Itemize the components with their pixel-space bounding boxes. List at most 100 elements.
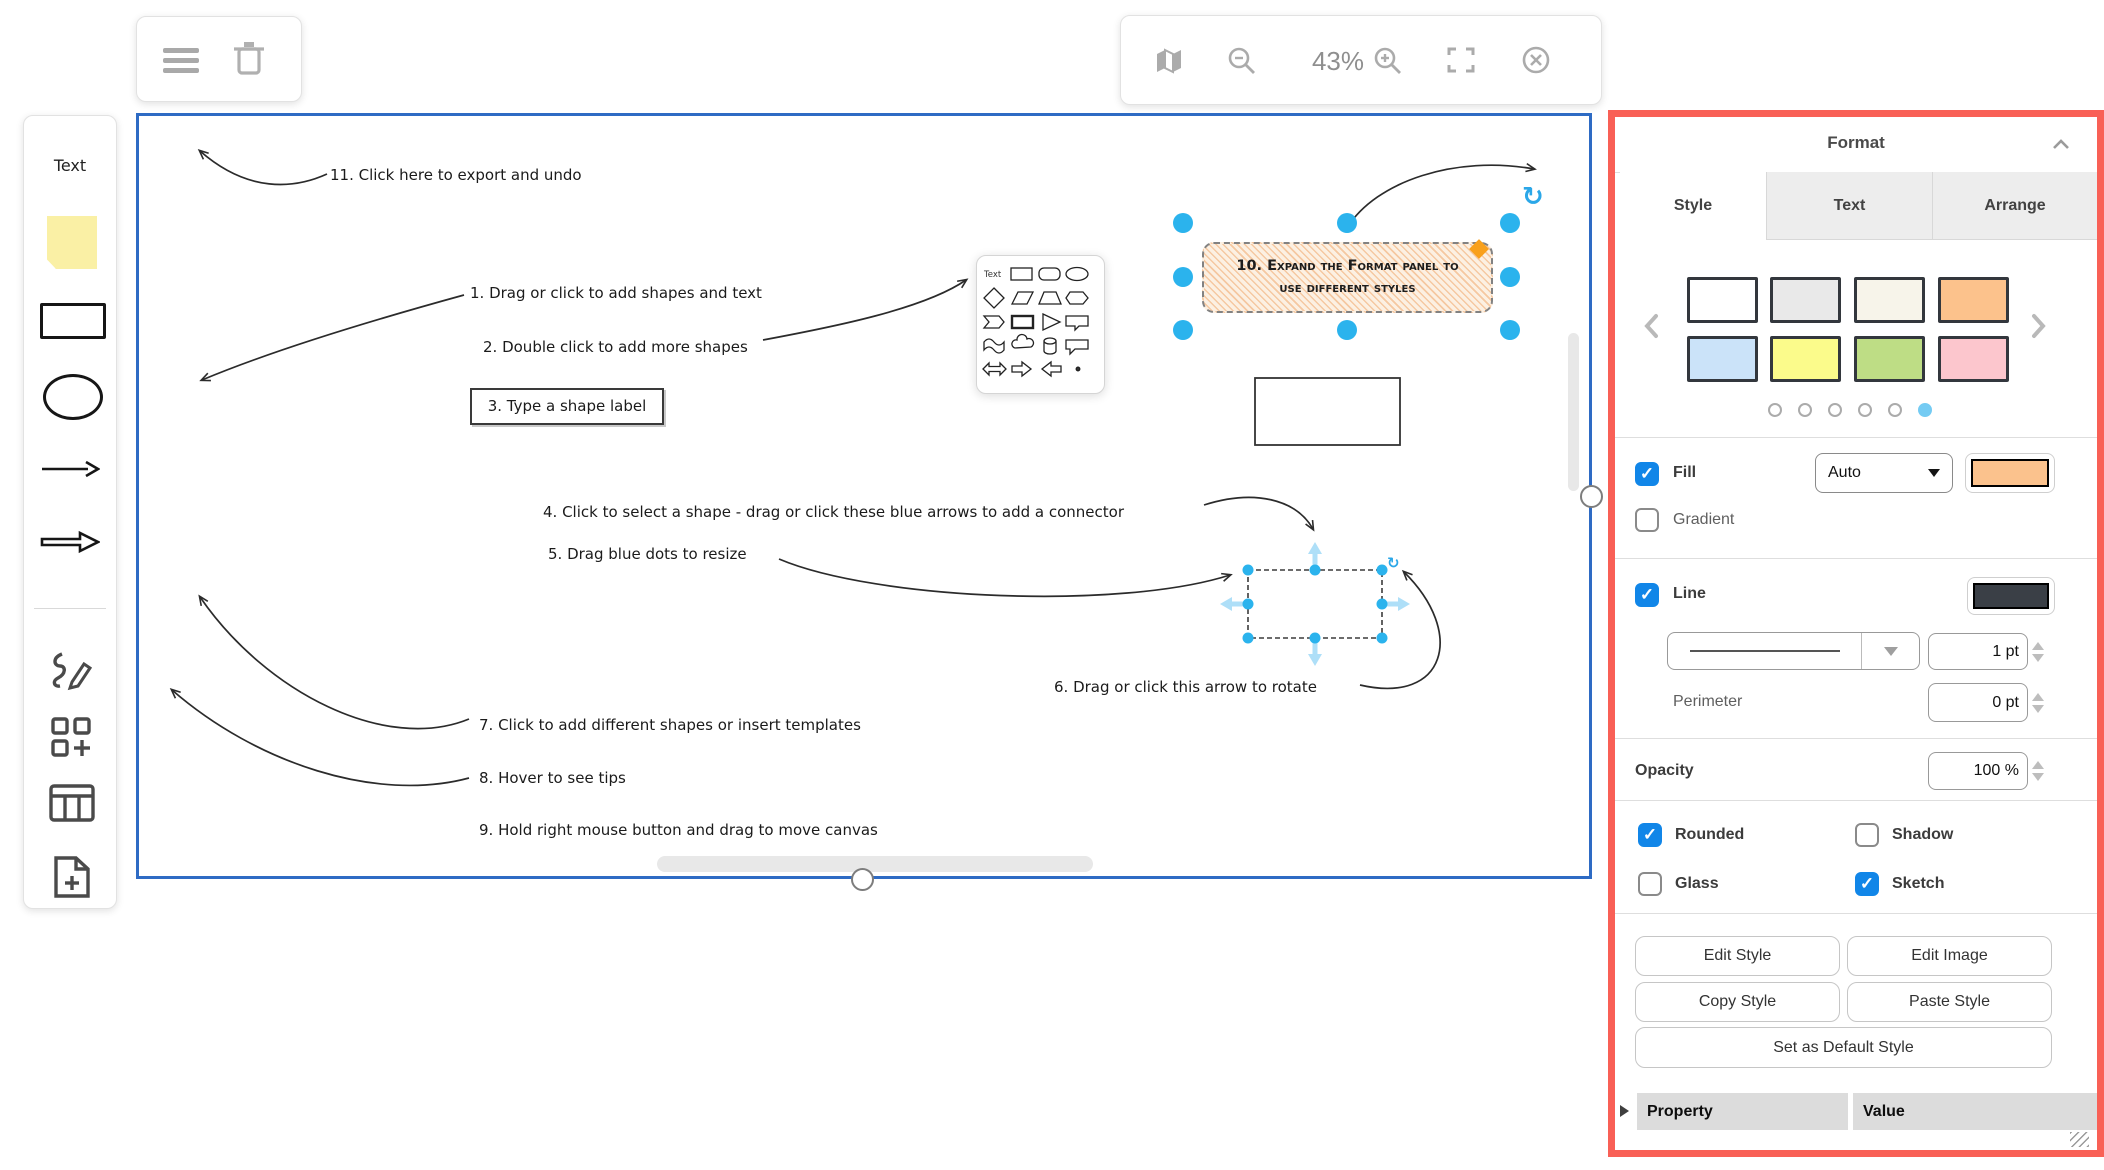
shape-rect[interactable] bbox=[1010, 267, 1033, 281]
delete-button[interactable] bbox=[231, 39, 267, 84]
selection-handle-se[interactable] bbox=[1500, 320, 1520, 340]
paste-style-button[interactable]: Paste Style bbox=[1847, 982, 2052, 1022]
minimap-button[interactable] bbox=[1155, 48, 1183, 79]
shape-callout-rect[interactable] bbox=[1065, 315, 1089, 332]
shape-label-box[interactable]: 3. Type a shape label bbox=[470, 388, 664, 425]
perimeter-input[interactable]: 0 pt bbox=[1928, 683, 2028, 722]
copy-style-button[interactable]: Copy Style bbox=[1635, 982, 1840, 1022]
shape-cloud[interactable] bbox=[1011, 333, 1035, 349]
selection-handle-e[interactable] bbox=[1500, 267, 1520, 287]
tab-text[interactable]: Text bbox=[1767, 172, 1933, 240]
shape-dot[interactable] bbox=[1075, 366, 1081, 372]
style-swatch-1[interactable] bbox=[1687, 277, 1758, 323]
sidebar-tool-open-arrow[interactable] bbox=[40, 528, 101, 561]
tab-arrange[interactable]: Arrange bbox=[1933, 172, 2097, 240]
rotate-icon[interactable]: ↻ bbox=[1522, 182, 1544, 212]
shape-triangle[interactable] bbox=[1042, 312, 1062, 332]
sidebar-tool-arrow[interactable] bbox=[40, 456, 101, 487]
page-dot-2[interactable] bbox=[1798, 403, 1812, 417]
shape-picker-text-item[interactable]: Text bbox=[983, 270, 1002, 280]
zoom-in-button[interactable] bbox=[1373, 46, 1403, 81]
sidebar-tool-table[interactable] bbox=[49, 784, 95, 827]
sidebar-tool-rectangle[interactable] bbox=[40, 303, 106, 339]
line-width-stepper[interactable] bbox=[2032, 633, 2044, 670]
line-checkbox[interactable] bbox=[1635, 583, 1659, 607]
shape-step[interactable] bbox=[982, 315, 1005, 329]
menu-button[interactable] bbox=[163, 43, 199, 78]
selection-handle-nw[interactable] bbox=[1173, 213, 1193, 233]
shape-ellipse[interactable] bbox=[1065, 266, 1089, 282]
shape-trapezoid[interactable] bbox=[1038, 291, 1062, 305]
page-dot-1[interactable] bbox=[1768, 403, 1782, 417]
drawing-canvas[interactable] bbox=[136, 113, 1592, 879]
canvas-resize-handle-bottom[interactable] bbox=[851, 868, 874, 891]
style-swatch-2[interactable] bbox=[1770, 277, 1841, 323]
shape-diamond[interactable] bbox=[983, 287, 1005, 309]
shape-double-arrow[interactable] bbox=[982, 361, 1007, 377]
vertical-scrollbar[interactable] bbox=[1568, 333, 1579, 491]
zoom-level[interactable]: 43% bbox=[1311, 46, 1365, 76]
step-up-icon[interactable] bbox=[2032, 641, 2044, 650]
step-down-icon[interactable] bbox=[2032, 704, 2044, 713]
selection-handle-ne[interactable] bbox=[1500, 213, 1520, 233]
exit-button[interactable] bbox=[1521, 45, 1551, 80]
step-down-icon[interactable] bbox=[2032, 653, 2044, 662]
fill-color-button[interactable] bbox=[1965, 453, 2055, 493]
style-swatch-3[interactable] bbox=[1854, 277, 1925, 323]
value-column-header[interactable]: Value bbox=[1853, 1093, 2097, 1130]
page-dot-4[interactable] bbox=[1858, 403, 1872, 417]
line-width-input[interactable]: 1 pt bbox=[1928, 633, 2028, 670]
step-up-icon[interactable] bbox=[2032, 692, 2044, 701]
swatch-next-button[interactable] bbox=[2031, 313, 2047, 344]
shape-right-arrow[interactable] bbox=[1011, 360, 1033, 378]
selected-sticky-shape[interactable]: 10. Expand the Format panel to use diffe… bbox=[1202, 242, 1493, 313]
gradient-checkbox[interactable] bbox=[1635, 508, 1659, 532]
property-column-header[interactable]: Property bbox=[1637, 1093, 1848, 1130]
collapse-panel-button[interactable] bbox=[2052, 137, 2070, 155]
sidebar-tool-ellipse[interactable] bbox=[43, 374, 103, 420]
page-dot-5[interactable] bbox=[1888, 403, 1902, 417]
sidebar-tool-shapes[interactable] bbox=[50, 716, 94, 765]
set-default-style-button[interactable]: Set as Default Style bbox=[1635, 1027, 2052, 1068]
edit-style-button[interactable]: Edit Style bbox=[1635, 936, 1840, 976]
expand-properties-triangle-icon[interactable] bbox=[1620, 1105, 1629, 1117]
sidebar-tool-text[interactable]: Text bbox=[53, 156, 87, 175]
style-swatch-5[interactable] bbox=[1687, 336, 1758, 382]
shape-parallelogram[interactable] bbox=[1010, 291, 1035, 305]
sketch-checkbox[interactable] bbox=[1855, 872, 1879, 896]
panel-resize-grip[interactable] bbox=[2070, 1132, 2089, 1147]
opacity-input[interactable]: 100 % bbox=[1928, 752, 2028, 790]
shape-tape[interactable] bbox=[983, 338, 1005, 354]
style-swatch-6[interactable] bbox=[1770, 336, 1841, 382]
line-style-dropdown[interactable] bbox=[1667, 632, 1920, 670]
shape-cylinder[interactable] bbox=[1043, 337, 1057, 355]
opacity-stepper[interactable] bbox=[2032, 752, 2044, 790]
glass-checkbox[interactable] bbox=[1638, 872, 1662, 896]
horizontal-scrollbar[interactable] bbox=[657, 856, 1093, 872]
style-swatch-8[interactable] bbox=[1938, 336, 2009, 382]
shape-left-arrow[interactable] bbox=[1040, 360, 1062, 378]
sidebar-tool-insert-template[interactable] bbox=[52, 856, 92, 903]
selection-handle-n[interactable] bbox=[1337, 213, 1357, 233]
rounded-checkbox[interactable] bbox=[1638, 823, 1662, 847]
style-swatch-7[interactable] bbox=[1854, 336, 1925, 382]
shape-process[interactable] bbox=[1010, 314, 1035, 330]
step-down-icon[interactable] bbox=[2032, 773, 2044, 781]
selection-handle-sw[interactable] bbox=[1173, 320, 1193, 340]
fill-checkbox[interactable] bbox=[1635, 462, 1659, 486]
sidebar-tool-freehand[interactable] bbox=[48, 648, 94, 697]
edit-image-button[interactable]: Edit Image bbox=[1847, 936, 2052, 976]
shadow-checkbox[interactable] bbox=[1855, 823, 1879, 847]
selection-handle-w[interactable] bbox=[1173, 267, 1193, 287]
page-dot-6[interactable] bbox=[1918, 403, 1932, 417]
fullscreen-button[interactable] bbox=[1447, 47, 1475, 78]
line-color-button[interactable] bbox=[1967, 577, 2055, 615]
shape-rounded-rect[interactable] bbox=[1038, 267, 1061, 281]
canvas-resize-handle-right[interactable] bbox=[1580, 485, 1603, 508]
selection-handle-s[interactable] bbox=[1337, 320, 1357, 340]
shape-hexagon[interactable] bbox=[1065, 291, 1089, 305]
shape-speech-bubble[interactable] bbox=[1065, 339, 1089, 356]
zoom-out-button[interactable] bbox=[1227, 46, 1257, 81]
perimeter-stepper[interactable] bbox=[2032, 683, 2044, 722]
swatch-prev-button[interactable] bbox=[1643, 313, 1659, 344]
